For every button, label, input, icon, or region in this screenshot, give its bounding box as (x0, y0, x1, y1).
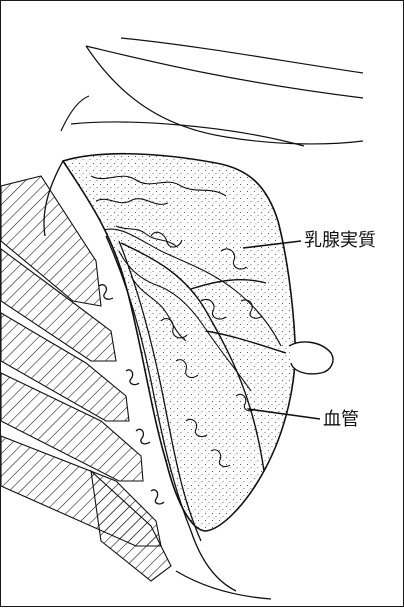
label-mammary-parenchyma: 乳腺実質 (304, 232, 376, 250)
label-blood-vessel: 血管 (323, 411, 359, 429)
nipple (289, 342, 333, 374)
arm-contour-lines (61, 38, 363, 146)
